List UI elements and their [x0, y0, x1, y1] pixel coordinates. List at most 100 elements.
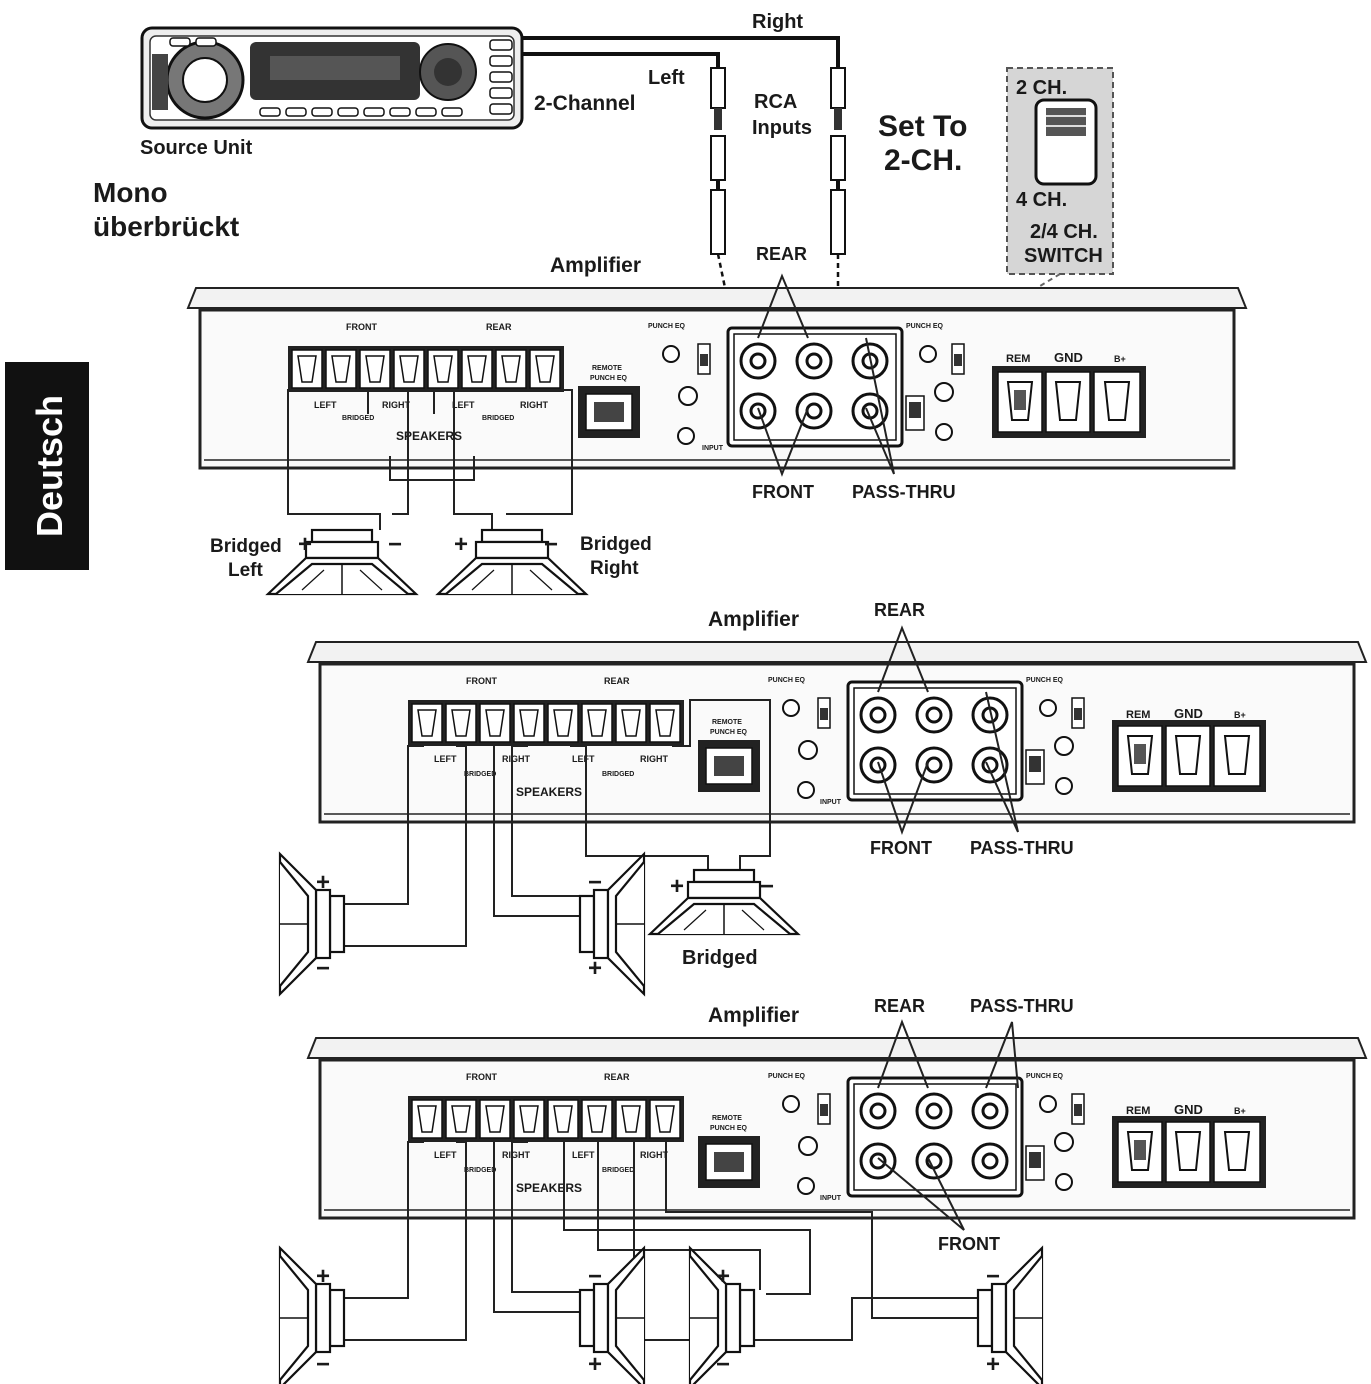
amplifier-1: Amplifier REAR FRONT REAR LEFT RIGHT LEF… — [186, 244, 1248, 530]
svg-text:INPUT: INPUT — [820, 1195, 842, 1202]
svg-text:INPUT: INPUT — [702, 445, 724, 452]
svg-text:PUNCH EQ: PUNCH EQ — [1026, 1073, 1064, 1080]
amplifier-2: Amplifier REAR FRONT REAR LEFT RIGHT LEF… — [306, 600, 1368, 947]
label-2-channel: 2-Channel — [534, 92, 636, 115]
svg-text:LEFT: LEFT — [572, 754, 595, 764]
language-tab: Deutsch — [5, 362, 89, 570]
svg-text:RIGHT: RIGHT — [520, 400, 549, 410]
speaker-bridged-left: + − — [266, 528, 418, 596]
svg-text:PUNCH EQ: PUNCH EQ — [768, 1073, 806, 1080]
label-left: Left — [648, 67, 685, 89]
amp1-bplus: B+ — [1114, 354, 1126, 364]
bridged-left-line2: Left — [228, 560, 264, 581]
amp3-title: Amplifier — [708, 1004, 799, 1027]
svg-text:FRONT: FRONT — [346, 322, 377, 332]
svg-text:−: − — [716, 1351, 730, 1378]
amp3-passthru-top: PASS-THRU — [970, 996, 1074, 1016]
amp3-front-label: FRONT — [938, 1234, 1000, 1254]
amp2-speakers: SPEAKERS — [516, 785, 582, 799]
svg-text:BRIDGED: BRIDGED — [602, 1167, 634, 1174]
amp1-rem: REM — [1006, 353, 1030, 365]
svg-text:REMOTE: REMOTE — [712, 719, 742, 726]
svg-text:+: + — [716, 1263, 730, 1290]
title-line2: überbrückt — [93, 211, 239, 242]
svg-text:FRONT: FRONT — [466, 1072, 497, 1082]
svg-text:LEFT: LEFT — [572, 1150, 595, 1160]
label-set-to: Set To — [878, 110, 967, 143]
svg-text:RIGHT: RIGHT — [640, 754, 669, 764]
amplifier-3: Amplifier REAR PASS-THRU FRONT REAR LEFT… — [306, 996, 1368, 1341]
amp2-rear-label: REAR — [874, 600, 925, 620]
amp3-rear-label: REAR — [874, 996, 925, 1016]
amp1-speakers: SPEAKERS — [396, 429, 462, 443]
svg-text:−: − — [588, 1263, 602, 1290]
amp3-speakers: SPEAKERS — [516, 1181, 582, 1195]
svg-text:−: − — [986, 1263, 1000, 1290]
svg-text:+: + — [588, 955, 602, 982]
label-rca: RCA — [754, 91, 797, 113]
svg-text:PUNCH EQ: PUNCH EQ — [768, 677, 806, 684]
svg-text:−: − — [316, 1351, 330, 1378]
svg-text:−: − — [388, 531, 402, 558]
svg-text:LEFT: LEFT — [434, 754, 457, 764]
amp1-front-label: FRONT — [752, 482, 814, 502]
svg-text:+: + — [316, 869, 330, 896]
speaker-front-right: − + — [578, 852, 646, 996]
svg-text:BRIDGED: BRIDGED — [464, 1167, 496, 1174]
amp2-rem: REM — [1126, 709, 1150, 721]
svg-text:+: + — [588, 1351, 602, 1378]
svg-text:BRIDGED: BRIDGED — [482, 415, 514, 422]
bridged-right-line2: Right — [590, 558, 639, 579]
svg-text:PUNCH EQ: PUNCH EQ — [648, 323, 686, 330]
svg-text:LEFT: LEFT — [314, 400, 337, 410]
language-tab-text: Deutsch — [29, 395, 70, 537]
svg-text:LEFT: LEFT — [452, 400, 475, 410]
speaker-3-front-right: − + — [578, 1246, 646, 1384]
amp2-title: Amplifier — [708, 608, 799, 631]
svg-text:PUNCH EQ: PUNCH EQ — [906, 323, 944, 330]
svg-text:REMOTE: REMOTE — [712, 1115, 742, 1122]
bridged-left-line1: Bridged — [210, 536, 282, 557]
switch-2ch: 2 CH. — [1016, 77, 1067, 99]
switch-4ch: 4 CH. — [1016, 189, 1067, 211]
amp3-rem: REM — [1126, 1105, 1150, 1117]
svg-text:REMOTE: REMOTE — [592, 365, 622, 372]
svg-text:RIGHT: RIGHT — [502, 1150, 531, 1160]
amp1-title: Amplifier — [550, 254, 641, 277]
amp2-gnd: GND — [1174, 706, 1203, 721]
amp2-passthru-label: PASS-THRU — [970, 838, 1074, 858]
svg-text:PUNCH EQ: PUNCH EQ — [710, 1125, 748, 1132]
svg-text:+: + — [986, 1351, 1000, 1378]
svg-text:RIGHT: RIGHT — [502, 754, 531, 764]
speaker-3-rear-left: + − — [688, 1246, 756, 1384]
title-line1: Mono — [93, 177, 168, 208]
amp1-gnd: GND — [1054, 350, 1083, 365]
source-unit: Source Unit — [140, 26, 524, 159]
svg-text:+: + — [316, 1263, 330, 1290]
svg-text:+: + — [298, 531, 312, 558]
speaker-front-left: + − — [278, 852, 346, 996]
bridged-right-line1: Bridged — [580, 534, 652, 555]
rca-cables — [522, 36, 846, 361]
speaker-3-rear-right: − + — [976, 1246, 1044, 1384]
label-2ch: 2-CH. — [884, 144, 962, 177]
amp3-bplus: B+ — [1234, 1106, 1246, 1116]
speaker-bridged-right: + − — [436, 528, 588, 596]
svg-text:PUNCH EQ: PUNCH EQ — [1026, 677, 1064, 684]
speaker-bridged-rear: + − — [648, 868, 800, 936]
svg-text:−: − — [760, 873, 774, 900]
svg-text:FRONT: FRONT — [466, 676, 497, 686]
svg-text:REAR: REAR — [604, 676, 630, 686]
svg-text:REAR: REAR — [604, 1072, 630, 1082]
svg-text:+: + — [454, 531, 468, 558]
label-right: Right — [752, 11, 803, 33]
svg-text:INPUT: INPUT — [820, 799, 842, 806]
svg-text:REAR: REAR — [486, 322, 512, 332]
svg-text:−: − — [588, 869, 602, 896]
amp2-front-label: FRONT — [870, 838, 932, 858]
svg-text:LEFT: LEFT — [434, 1150, 457, 1160]
svg-text:BRIDGED: BRIDGED — [342, 415, 374, 422]
amp3-gnd: GND — [1174, 1102, 1203, 1117]
speaker-3-front-left: + − — [278, 1246, 346, 1384]
